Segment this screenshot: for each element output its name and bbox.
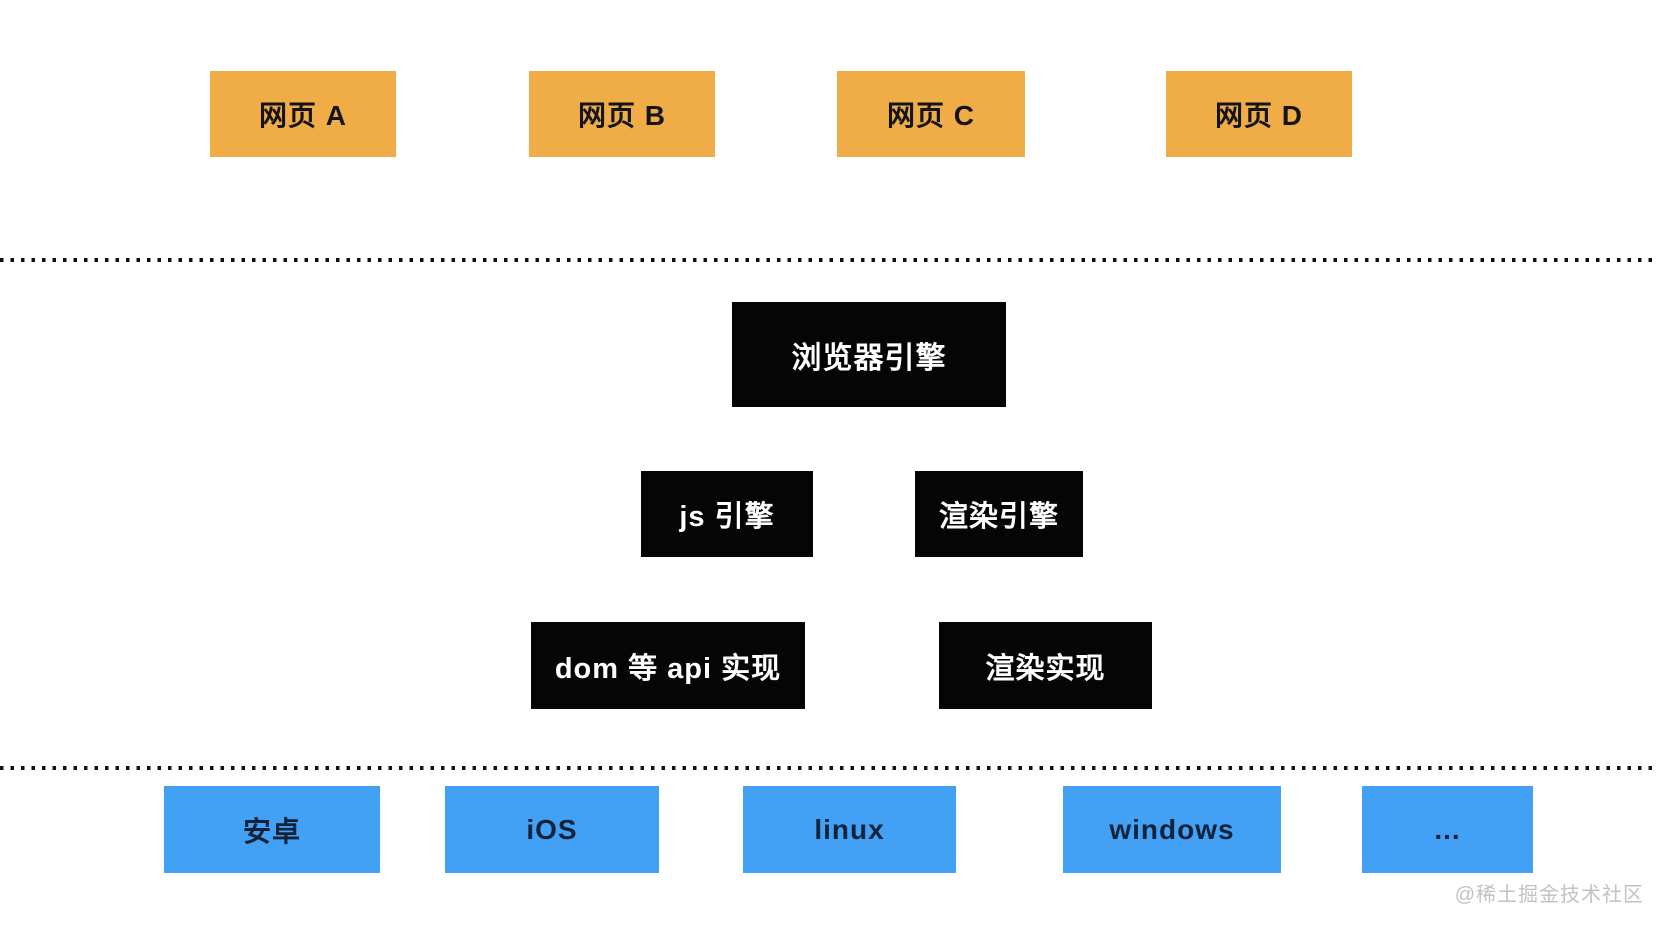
browser-engine-box: 浏览器引擎: [732, 302, 1006, 407]
webpage-b-label: 网页 B: [577, 100, 666, 131]
rendering-impl-box: 渲染实现: [939, 622, 1152, 709]
rendering-impl-label: 渲染实现: [985, 652, 1106, 685]
os-android-label: 安卓: [242, 815, 301, 847]
dotted-divider-bottom: [0, 766, 1656, 770]
os-ellipsis-box: ...: [1362, 786, 1533, 873]
os-ellipsis-label: ...: [1434, 813, 1461, 845]
os-ios-label: iOS: [526, 813, 578, 845]
webpage-c-box: 网页 C: [837, 71, 1025, 157]
webpage-d-label: 网页 D: [1214, 100, 1303, 131]
os-linux-box: linux: [743, 786, 956, 873]
rendering-engine-box: 渲染引擎: [915, 471, 1083, 557]
webpage-c-label: 网页 C: [886, 100, 975, 131]
browser-engine-label: 浏览器引擎: [791, 341, 947, 375]
webpage-d-box: 网页 D: [1166, 71, 1352, 157]
webpage-a-label: 网页 A: [258, 100, 347, 131]
os-ios-box: iOS: [445, 786, 659, 873]
webpage-a-box: 网页 A: [210, 71, 396, 157]
dom-api-impl-label: dom 等 api 实现: [554, 652, 782, 685]
dom-api-impl-box: dom 等 api 实现: [531, 622, 805, 709]
os-linux-label: linux: [814, 813, 885, 845]
os-android-box: 安卓: [164, 786, 380, 873]
dotted-divider-top: [0, 258, 1656, 262]
watermark-text: @稀土掘金技术社区: [1454, 884, 1644, 906]
js-engine-box: js 引擎: [641, 471, 813, 557]
webpage-b-box: 网页 B: [529, 71, 715, 157]
rendering-engine-label: 渲染引擎: [938, 501, 1059, 533]
os-windows-box: windows: [1063, 786, 1281, 873]
os-windows-label: windows: [1109, 813, 1235, 845]
js-engine-label: js 引擎: [679, 501, 775, 533]
